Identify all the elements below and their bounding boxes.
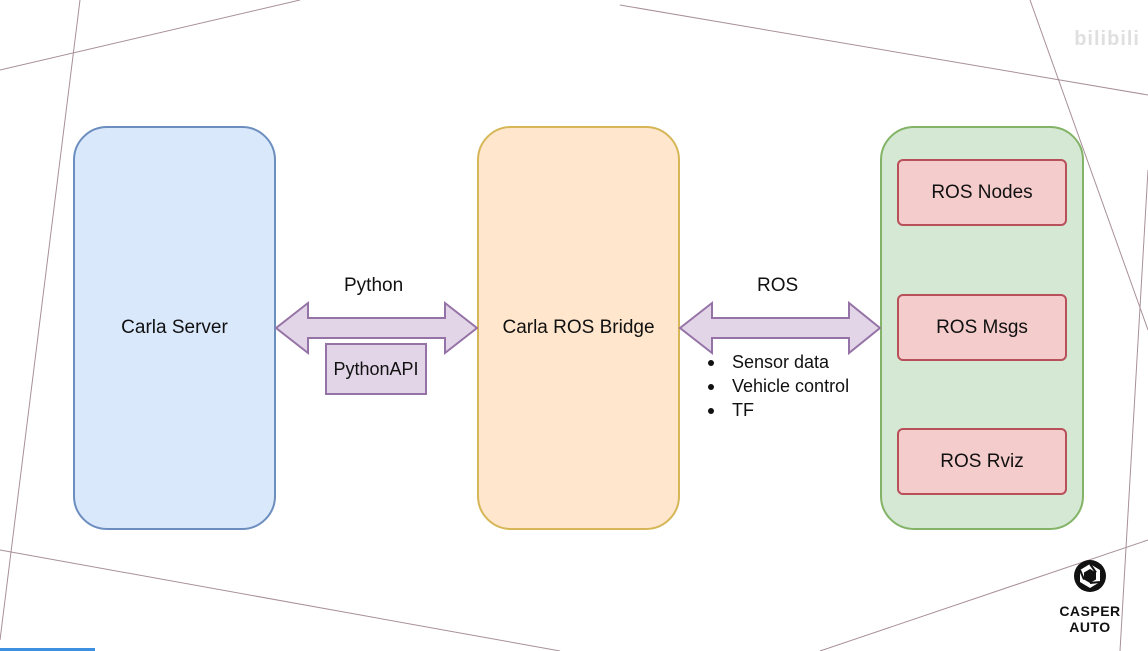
- python-label: Python: [344, 275, 404, 296]
- python-api-box: PythonAPI: [325, 343, 427, 395]
- casper-auto-logo: CASPER AUTO: [1044, 558, 1136, 635]
- casper-auto-text: CASPER AUTO: [1059, 603, 1121, 635]
- ros-msgs-box: ROS Msgs: [897, 294, 1067, 361]
- aperture-icon: [1074, 560, 1106, 592]
- ros-label: ROS: [757, 275, 799, 296]
- ros-bridge-label: Carla ROS Bridge: [502, 317, 655, 338]
- python-double-arrow: [274, 300, 479, 356]
- bridge-data-list: Sensor data Vehicle control TF: [706, 350, 849, 422]
- python-api-label: PythonAPI: [333, 358, 419, 379]
- ros-nodes-label: ROS Nodes: [931, 181, 1033, 203]
- bilibili-watermark: bilibili: [1074, 28, 1140, 50]
- ros-nodes-box: ROS Nodes: [897, 159, 1067, 226]
- ros-msgs-label: ROS Msgs: [936, 316, 1028, 338]
- bullet-vehicle-control: Vehicle control: [706, 374, 849, 398]
- video-progress-bar[interactable]: [0, 648, 95, 651]
- ros-rviz-box: ROS Rviz: [897, 428, 1067, 495]
- carla-server-box: Carla Server: [73, 126, 276, 530]
- ros-rviz-label: ROS Rviz: [940, 450, 1024, 472]
- bullet-tf: TF: [706, 398, 849, 422]
- carla-server-label: Carla Server: [121, 317, 228, 338]
- ros-double-arrow: [678, 300, 882, 356]
- bullet-sensor-data: Sensor data: [706, 350, 849, 374]
